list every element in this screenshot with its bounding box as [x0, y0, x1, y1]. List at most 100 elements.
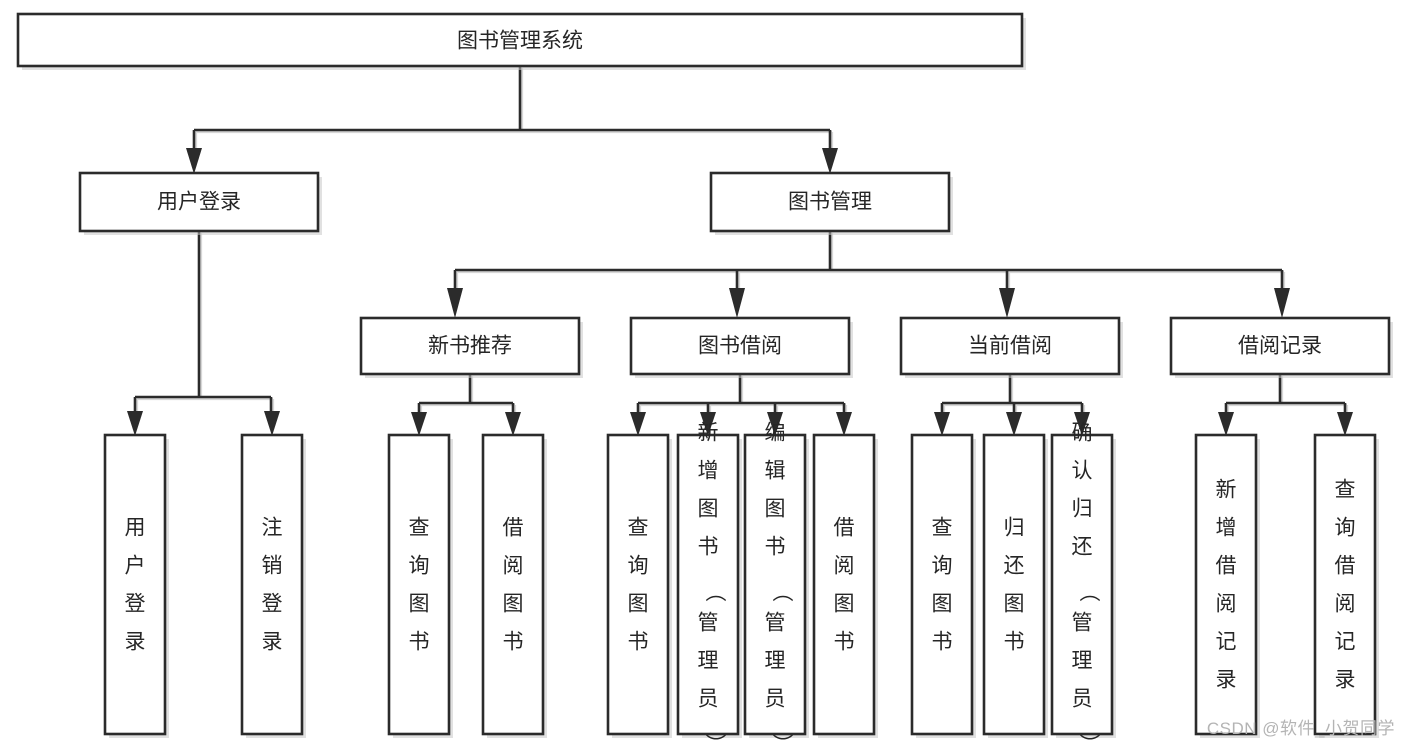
leaf-label-char: 还 — [1072, 536, 1093, 559]
arrow-head-leaf-add-book — [700, 412, 716, 436]
leaf-label-char: 录 — [125, 631, 146, 654]
leaf-label-char: 阅 — [503, 555, 524, 578]
edge-new-book-recommend-to-leaves — [411, 374, 521, 436]
node-book-borrow[interactable]: 图书借阅 — [629, 316, 853, 378]
leaf-label-char: 户 — [125, 555, 146, 578]
leaf-label-char: 图 — [628, 593, 649, 616]
leaf-label-char: 阅 — [1335, 593, 1356, 616]
leaf-label-char: 登 — [262, 593, 283, 616]
leaf-label-char: 归 — [1004, 517, 1025, 540]
leaf-label-char: 图 — [409, 593, 430, 616]
node-root[interactable]: 图书管理系统 — [16, 12, 1026, 70]
node-borrow-record[interactable]: 借阅记录 — [1169, 316, 1393, 378]
node-book-manage[interactable]: 图书管理 — [709, 171, 953, 235]
leaf-label-char: 查 — [409, 517, 430, 540]
arrow-head-user-login — [186, 148, 202, 174]
arrow-head-leaf-borrow-book-1 — [505, 412, 521, 436]
leaf-label-char: 录 — [262, 631, 283, 654]
leaf-label-char: 录 — [1216, 669, 1237, 692]
edge-user-login-to-leaves — [127, 231, 280, 436]
leaf-label-char: 新 — [1216, 479, 1237, 502]
arrow-head-leaf-logout-login — [264, 411, 280, 436]
leaf-label-char: 图 — [503, 593, 524, 616]
leaf-node-user-login[interactable]: 用户登录用户登录 — [103, 433, 169, 738]
leaf-label-char: 书 — [698, 536, 719, 559]
leaf-label-char: 书 — [409, 631, 430, 654]
leaf-label-char: 管 — [1072, 612, 1093, 635]
leaf-label-char: 借 — [503, 517, 524, 540]
connector-layer — [127, 66, 1353, 436]
arrow-head-current-borrow — [999, 288, 1015, 318]
leaf-node-query-book-1[interactable]: 查询图书查询图书 — [387, 433, 453, 738]
leaf-node-logout-login[interactable]: 注销登录注销登录 — [240, 433, 306, 738]
arrow-head-leaf-query-book-3 — [934, 412, 950, 436]
node-root-label: 图书管理系统 — [457, 30, 583, 53]
node-user-login-label: 用户登录 — [157, 191, 241, 214]
arrow-head-leaf-query-borrow-rec — [1337, 412, 1353, 436]
leaf-label-char: （ — [703, 581, 726, 602]
leaf-label-char: 还 — [1004, 555, 1025, 578]
leaf-label-char: 询 — [1335, 517, 1356, 540]
leaf-label-char: 录 — [1335, 669, 1356, 692]
arrow-head-borrow-record — [1274, 288, 1290, 318]
leaf-label-char: 图 — [1004, 593, 1025, 616]
leaf-node-add-borrow-rec[interactable]: 新增借阅记录新增借阅记录 — [1194, 433, 1260, 738]
node-current-borrow[interactable]: 当前借阅 — [899, 316, 1123, 378]
leaf-label-char: 新 — [698, 422, 719, 445]
leaf-label-char: 确 — [1072, 422, 1093, 445]
leaf-label-char: ） — [770, 733, 793, 747]
leaf-label-char: 管 — [765, 612, 786, 635]
leaf-label-char: 增 — [1216, 517, 1237, 540]
leaf-label-char: 查 — [932, 517, 953, 540]
leaf-label-char: 销 — [262, 555, 283, 578]
leaf-label-char: 借 — [834, 517, 855, 540]
leaf-label-char: 图 — [698, 498, 719, 521]
leaf-label-char: 询 — [628, 555, 649, 578]
leaf-label-char: 理 — [698, 650, 719, 673]
leaf-label-char: 员 — [698, 688, 719, 711]
leaf-label-char: 记 — [1216, 631, 1237, 654]
leaf-label-char: 认 — [1072, 460, 1093, 483]
leaf-node-query-borrow-rec[interactable]: 查询借阅记录查询借阅记录 — [1313, 433, 1379, 738]
arrow-head-book-borrow — [729, 288, 745, 318]
leaf-label-char: 图 — [932, 593, 953, 616]
leaf-label-char: 辑 — [765, 460, 786, 483]
leaf-label-char: ） — [703, 733, 726, 747]
arrow-head-leaf-borrow-book-2 — [836, 412, 852, 436]
leaf-label-char: 借 — [1335, 555, 1356, 578]
leaf-node-query-book-2[interactable]: 查询图书查询图书 — [606, 433, 672, 738]
edge-book-manage-to-level2 — [447, 231, 1290, 318]
leaf-label-char: （ — [770, 581, 793, 602]
leaf-label-char: 归 — [1072, 498, 1093, 521]
leaf-node-return-book[interactable]: 归还图书归还图书 — [982, 433, 1048, 738]
leaf-node-borrow-book-1[interactable]: 借阅图书借阅图书 — [481, 433, 547, 738]
edge-current-borrow-to-leaves — [934, 374, 1090, 436]
node-book-borrow-label: 图书借阅 — [698, 335, 782, 358]
leaf-label-char: 登 — [125, 593, 146, 616]
leaf-label-char: 询 — [932, 555, 953, 578]
leaf-node-query-book-3[interactable]: 查询图书查询图书 — [910, 433, 976, 738]
leaf-label-char: 注 — [262, 517, 283, 540]
edge-root-to-level1 — [186, 66, 838, 174]
leaf-label-char: ） — [1077, 733, 1100, 747]
leaf-label-char: 阅 — [1216, 593, 1237, 616]
leaf-label-char: 管 — [698, 612, 719, 635]
leaf-label-char: 编 — [765, 422, 786, 445]
arrow-head-leaf-add-borrow-rec — [1218, 412, 1234, 436]
node-user-login[interactable]: 用户登录 — [78, 171, 322, 235]
node-new-book-recommend[interactable]: 新书推荐 — [359, 316, 583, 378]
leaf-label-char: 书 — [834, 631, 855, 654]
leaf-label-char: 图 — [765, 498, 786, 521]
node-borrow-record-label: 借阅记录 — [1238, 335, 1322, 358]
arrow-head-leaf-user-login — [127, 411, 143, 436]
leaf-label-char: 阅 — [834, 555, 855, 578]
leaf-node-borrow-book-2[interactable]: 借阅图书借阅图书 — [812, 433, 878, 738]
node-new-book-recommend-label: 新书推荐 — [428, 335, 512, 358]
arrow-head-leaf-confirm-return — [1074, 412, 1090, 436]
leaf-label-char: 员 — [765, 688, 786, 711]
